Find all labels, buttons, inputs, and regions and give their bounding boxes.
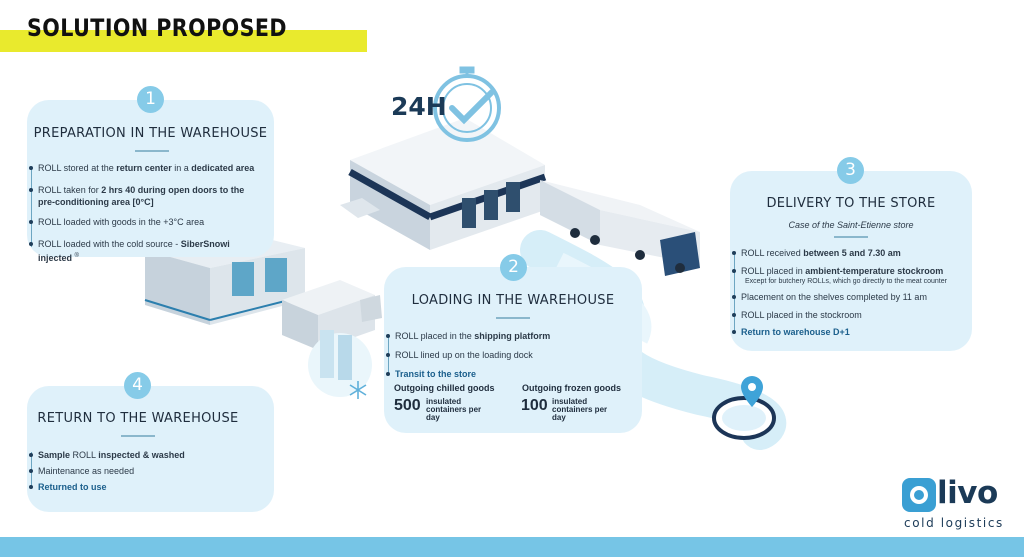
location-pin-icon — [712, 376, 776, 440]
step-item: Placement on the shelves completed by 11… — [732, 291, 969, 303]
truck-illustration — [540, 180, 700, 276]
page-title: SOLUTION PROPOSED — [27, 14, 288, 42]
stage-number-badge: 1 — [137, 86, 164, 113]
logo-tagline: cold logistics — [904, 516, 1004, 530]
logo-wordmark: livo — [937, 475, 998, 511]
stage-card-preparation — [27, 100, 274, 257]
stage-steps: ROLL received between 5 and 7.30 am ROLL… — [732, 247, 969, 338]
step-item: ROLL loaded with goods in the +3°C area — [29, 216, 262, 228]
stage-number-badge: 4 — [124, 372, 151, 399]
snowflake-icon — [349, 381, 367, 399]
stage-subtitle: Case of the Saint-Etienne store — [788, 220, 914, 230]
step-item: ROLL lined up on the loading dock — [386, 349, 637, 361]
stage-number-badge: 3 — [837, 157, 864, 184]
stat-heading: Outgoing frozen goods — [522, 383, 621, 393]
timer-label: 24H — [391, 92, 447, 121]
logo-mark-core — [914, 490, 924, 500]
title-divider — [135, 150, 169, 152]
stage-steps: Sample ROLL inspected & washed Maintenan… — [29, 449, 262, 493]
title-divider — [121, 435, 155, 437]
step-item: Return to warehouse D+1 — [732, 326, 969, 338]
step-item: Returned to use — [29, 481, 262, 493]
stage-title: PREPARATION IN THE WAREHOUSE — [33, 126, 268, 141]
timeline-line — [734, 252, 735, 332]
title-divider — [496, 317, 530, 319]
stat-heading: Outgoing chilled goods — [394, 383, 495, 393]
step-item: ROLL loaded with the cold source - Siber… — [29, 238, 262, 264]
warehouse-illustration — [340, 118, 547, 250]
step-item: ROLL placed in the shipping platform — [386, 330, 637, 342]
stopwatch-check-icon — [433, 66, 501, 142]
stage-number-badge: 2 — [500, 254, 527, 281]
timeline-line — [31, 167, 32, 247]
stage-steps: ROLL stored at the return center in a de… — [29, 162, 262, 264]
step-item: ROLL placed in ambient-temperature stock… — [732, 265, 969, 286]
stage-card-loading — [384, 267, 642, 433]
stage-card-delivery — [730, 171, 972, 351]
step-item: Transit to the store — [386, 368, 637, 380]
step-item: Sample ROLL inspected & washed — [29, 449, 262, 461]
stat-value: 500 — [394, 397, 421, 414]
step-item: ROLL taken for 2 hrs 40 during open door… — [29, 184, 262, 208]
step-item: ROLL received between 5 and 7.30 am — [732, 247, 969, 259]
stat-value: 100 — [521, 397, 548, 414]
title-highlight-bar — [0, 30, 367, 52]
title-divider — [834, 236, 868, 238]
stage-title: RETURN TO THE WAREHOUSE — [37, 411, 239, 426]
step-item: ROLL stored at the return center in a de… — [29, 162, 262, 174]
step-item: Maintenance as needed — [29, 465, 262, 477]
step-item: ROLL placed in the stockroom — [732, 309, 969, 321]
stage-steps: ROLL placed in the shipping platform ROL… — [386, 330, 637, 380]
bottom-band — [0, 537, 1024, 557]
stage-title: LOADING IN THE WAREHOUSE — [411, 293, 615, 308]
stage-title: DELIVERY TO THE STORE — [766, 196, 936, 211]
stage-card-return — [27, 386, 274, 512]
